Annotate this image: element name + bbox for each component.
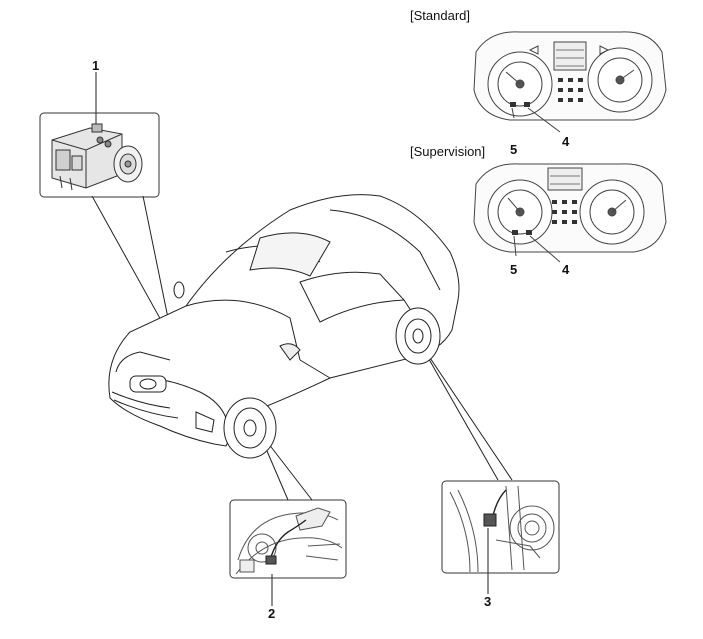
callout-4-supervision: 4: [562, 262, 570, 277]
front-wheel-sensor-detail: [229, 499, 347, 579]
abs-hydraulic-unit-icon: [51, 123, 143, 191]
callout-5-supervision: 5: [510, 262, 518, 277]
vehicle-outline: [108, 194, 460, 459]
brake-warning-lamp-icon: [524, 102, 530, 107]
callout-3-rear-sensor: 3: [484, 594, 492, 609]
callout-1-abs-module: 1: [92, 58, 100, 73]
callout-5-standard: 5: [510, 142, 518, 157]
standard-cluster-label: [Standard]: [410, 8, 470, 23]
rear-wheel-speed-sensor-icon: [483, 489, 507, 527]
instrument-cluster-supervision: [473, 163, 667, 263]
abs-warning-lamp-icon: [510, 102, 516, 107]
rear-wheel-sensor-detail: [441, 480, 560, 574]
abs-module-detail: [39, 112, 160, 198]
supervision-cluster-label: [Supervision]: [410, 144, 486, 159]
callout-2-front-sensor: 2: [268, 606, 276, 621]
callout-4-standard: 4: [562, 134, 570, 149]
instrument-cluster-standard: [473, 31, 667, 133]
front-wheel: [223, 397, 277, 459]
front-wheel-speed-sensor-icon: [265, 519, 307, 565]
rear-wheel: [395, 307, 441, 365]
